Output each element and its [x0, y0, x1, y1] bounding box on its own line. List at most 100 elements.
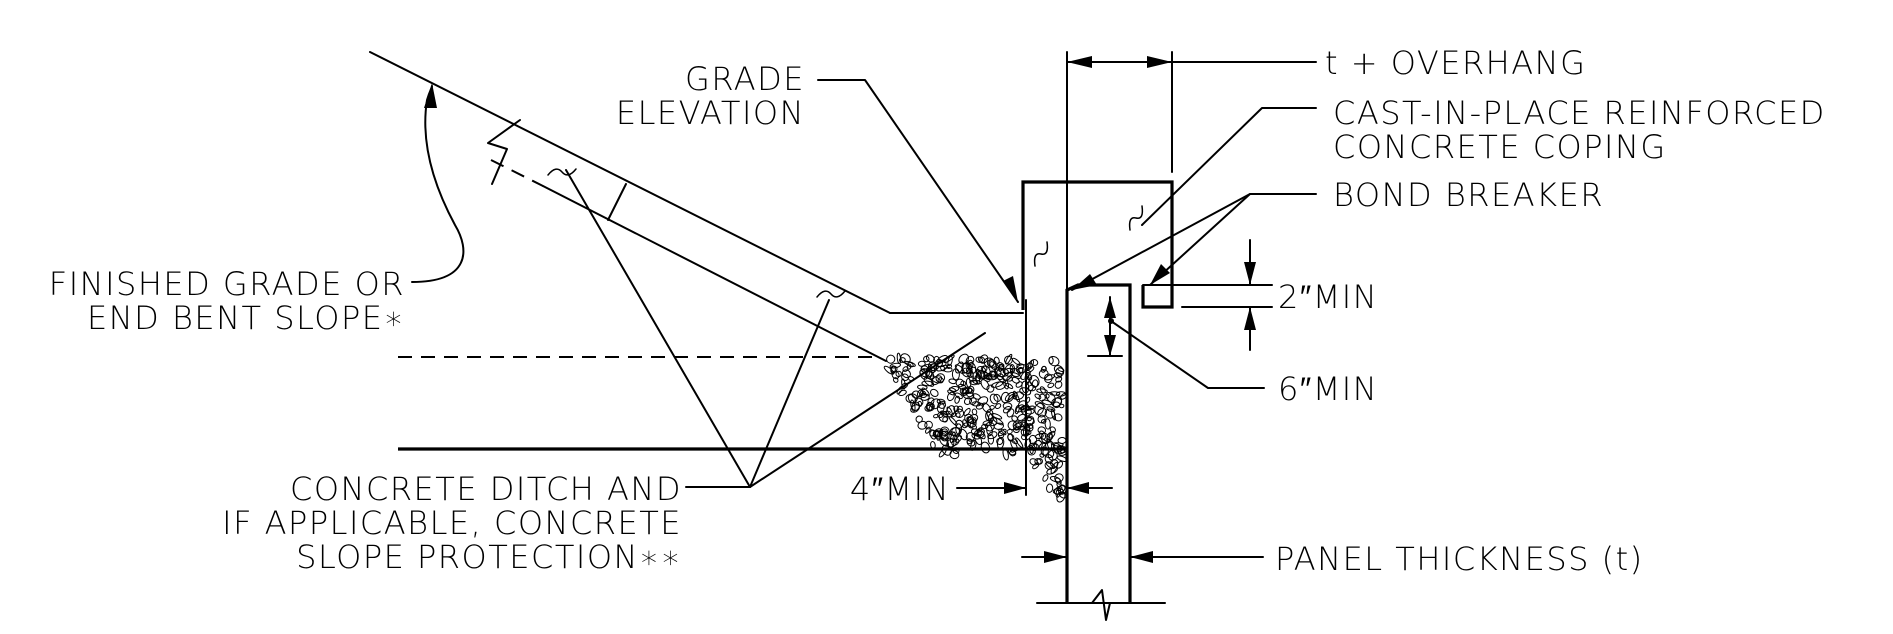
gravel-pebble [1037, 407, 1047, 418]
gravel-pebble [911, 390, 921, 399]
gravel-pebble [1039, 386, 1046, 394]
gravel-pebble [990, 381, 1004, 388]
gravel-pebble [994, 403, 1002, 410]
gravel-pebble [1056, 455, 1068, 462]
gravel-pebble [1009, 450, 1017, 457]
coping-label-line1: CAST-IN-PLACE REINFORCED [1333, 94, 1826, 132]
gravel-pebble [1002, 448, 1009, 461]
t-overhang-label: t + OVERHANG [1325, 44, 1586, 82]
gravel-pebble [951, 427, 962, 437]
gravel-pebble [910, 399, 916, 412]
gravel-pebble [915, 415, 923, 423]
gravel-pebble [1004, 364, 1014, 377]
gravel-pebble [961, 362, 970, 374]
gravel-pebble [1034, 402, 1045, 416]
coping-label-line2: CONCRETE COPING [1333, 128, 1667, 166]
gravel-pebble [1000, 391, 1010, 404]
gravel-pebble [977, 366, 987, 374]
gravel-pebble [977, 396, 989, 406]
concrete-symbols [547, 168, 1144, 298]
panel-thickness-label: PANEL THICKNESS (t) [1275, 540, 1644, 578]
dimensions [956, 51, 1317, 563]
six-inch-min-label: 6″MIN [1278, 370, 1378, 408]
gravel-pebble [945, 405, 956, 418]
gravel-pebble [951, 368, 960, 381]
gravel-pebble [980, 441, 991, 454]
gravel-pebble [886, 354, 896, 364]
gravel-pebble [936, 402, 945, 413]
gravel-pebble [1004, 355, 1013, 365]
gravel-pebble [946, 391, 955, 402]
break-symbol [1091, 589, 1111, 621]
finished-grade-leader [411, 85, 465, 283]
gravel-pebble [996, 437, 1004, 445]
gravel-pebble [1053, 485, 1066, 495]
gravel-pebble [1014, 405, 1020, 415]
gravel-pebble [985, 409, 994, 422]
ditch-end-line [607, 183, 627, 221]
gravel-pebble [902, 366, 909, 372]
gravel-pebble [928, 403, 935, 411]
gravel-pebble [1007, 448, 1017, 456]
gravel-pebble [900, 353, 911, 364]
gravel-pebble [1011, 372, 1022, 379]
gravel-pebble [1040, 365, 1047, 373]
gravel-pebble [1051, 442, 1064, 447]
gravel-pebble [941, 410, 951, 416]
gravel-pebble [1027, 446, 1036, 456]
gravel-pebble [946, 363, 953, 369]
text-labels: GRADE ELEVATION t + OVERHANG CAST-IN-PLA… [49, 44, 1826, 578]
gravel-pebble [1005, 382, 1014, 389]
gravel-pebble [993, 367, 1006, 378]
gravel-pebble [1060, 392, 1068, 400]
gravel-pebble [1031, 379, 1039, 388]
gravel-pebble [911, 401, 920, 411]
gravel-pebble [987, 434, 995, 445]
gravel-pebble [949, 450, 960, 460]
gravel-pebble [928, 363, 938, 374]
gravel-pebble [971, 408, 978, 416]
gravel-pebble [998, 428, 1007, 436]
gravel-pebble [948, 378, 957, 385]
gravel-pebble [1029, 458, 1038, 466]
gravel-pebble [1045, 391, 1056, 404]
four-inch-min-label: 4″MIN [850, 470, 950, 508]
gravel-pebble [1042, 474, 1049, 482]
gravel-pebble [952, 447, 960, 454]
gravel-pebble [962, 391, 975, 400]
gravel-pebble [1037, 426, 1047, 435]
gravel-pebble [997, 428, 1007, 437]
gravel-pebble [1006, 376, 1014, 382]
gravel-pebble [949, 385, 960, 392]
gravel-pebble [969, 366, 978, 380]
gravel-pebble [961, 386, 973, 395]
gravel-pebble [1027, 423, 1034, 429]
gravel-pebble [1002, 405, 1012, 414]
gravel-pebble [919, 392, 927, 399]
gravel-pebble [934, 430, 943, 440]
gravel-pebble [1027, 384, 1037, 392]
gravel-pebble [1054, 477, 1062, 485]
gravel-pebble [946, 406, 953, 416]
gravel-pebble [981, 365, 991, 377]
gravel-pebble [1034, 458, 1042, 466]
gravel-pebble [989, 404, 995, 410]
gravel-pebble [955, 435, 963, 443]
gravel-pebble [996, 362, 1004, 368]
gravel-pebble [1020, 405, 1032, 417]
gravel-pebble [972, 417, 977, 424]
gravel-pebble [970, 439, 977, 451]
gravel-pebble [930, 441, 936, 449]
concrete-ditch-leader [565, 169, 986, 488]
gravel-pebble [1034, 393, 1042, 400]
gravel-pebble [950, 412, 957, 418]
gravel-pebble [940, 433, 949, 440]
gravel-pebble [1002, 402, 1013, 410]
gravel-pebble [1009, 447, 1016, 453]
gravel-pebble [956, 405, 963, 413]
gravel-pebble [1040, 419, 1047, 424]
two-inch-min-label: 2″MIN [1278, 278, 1378, 316]
gravel-pebble [1032, 462, 1040, 470]
grade-elevation-leader [817, 79, 1019, 303]
gravel-pebble [986, 359, 995, 367]
